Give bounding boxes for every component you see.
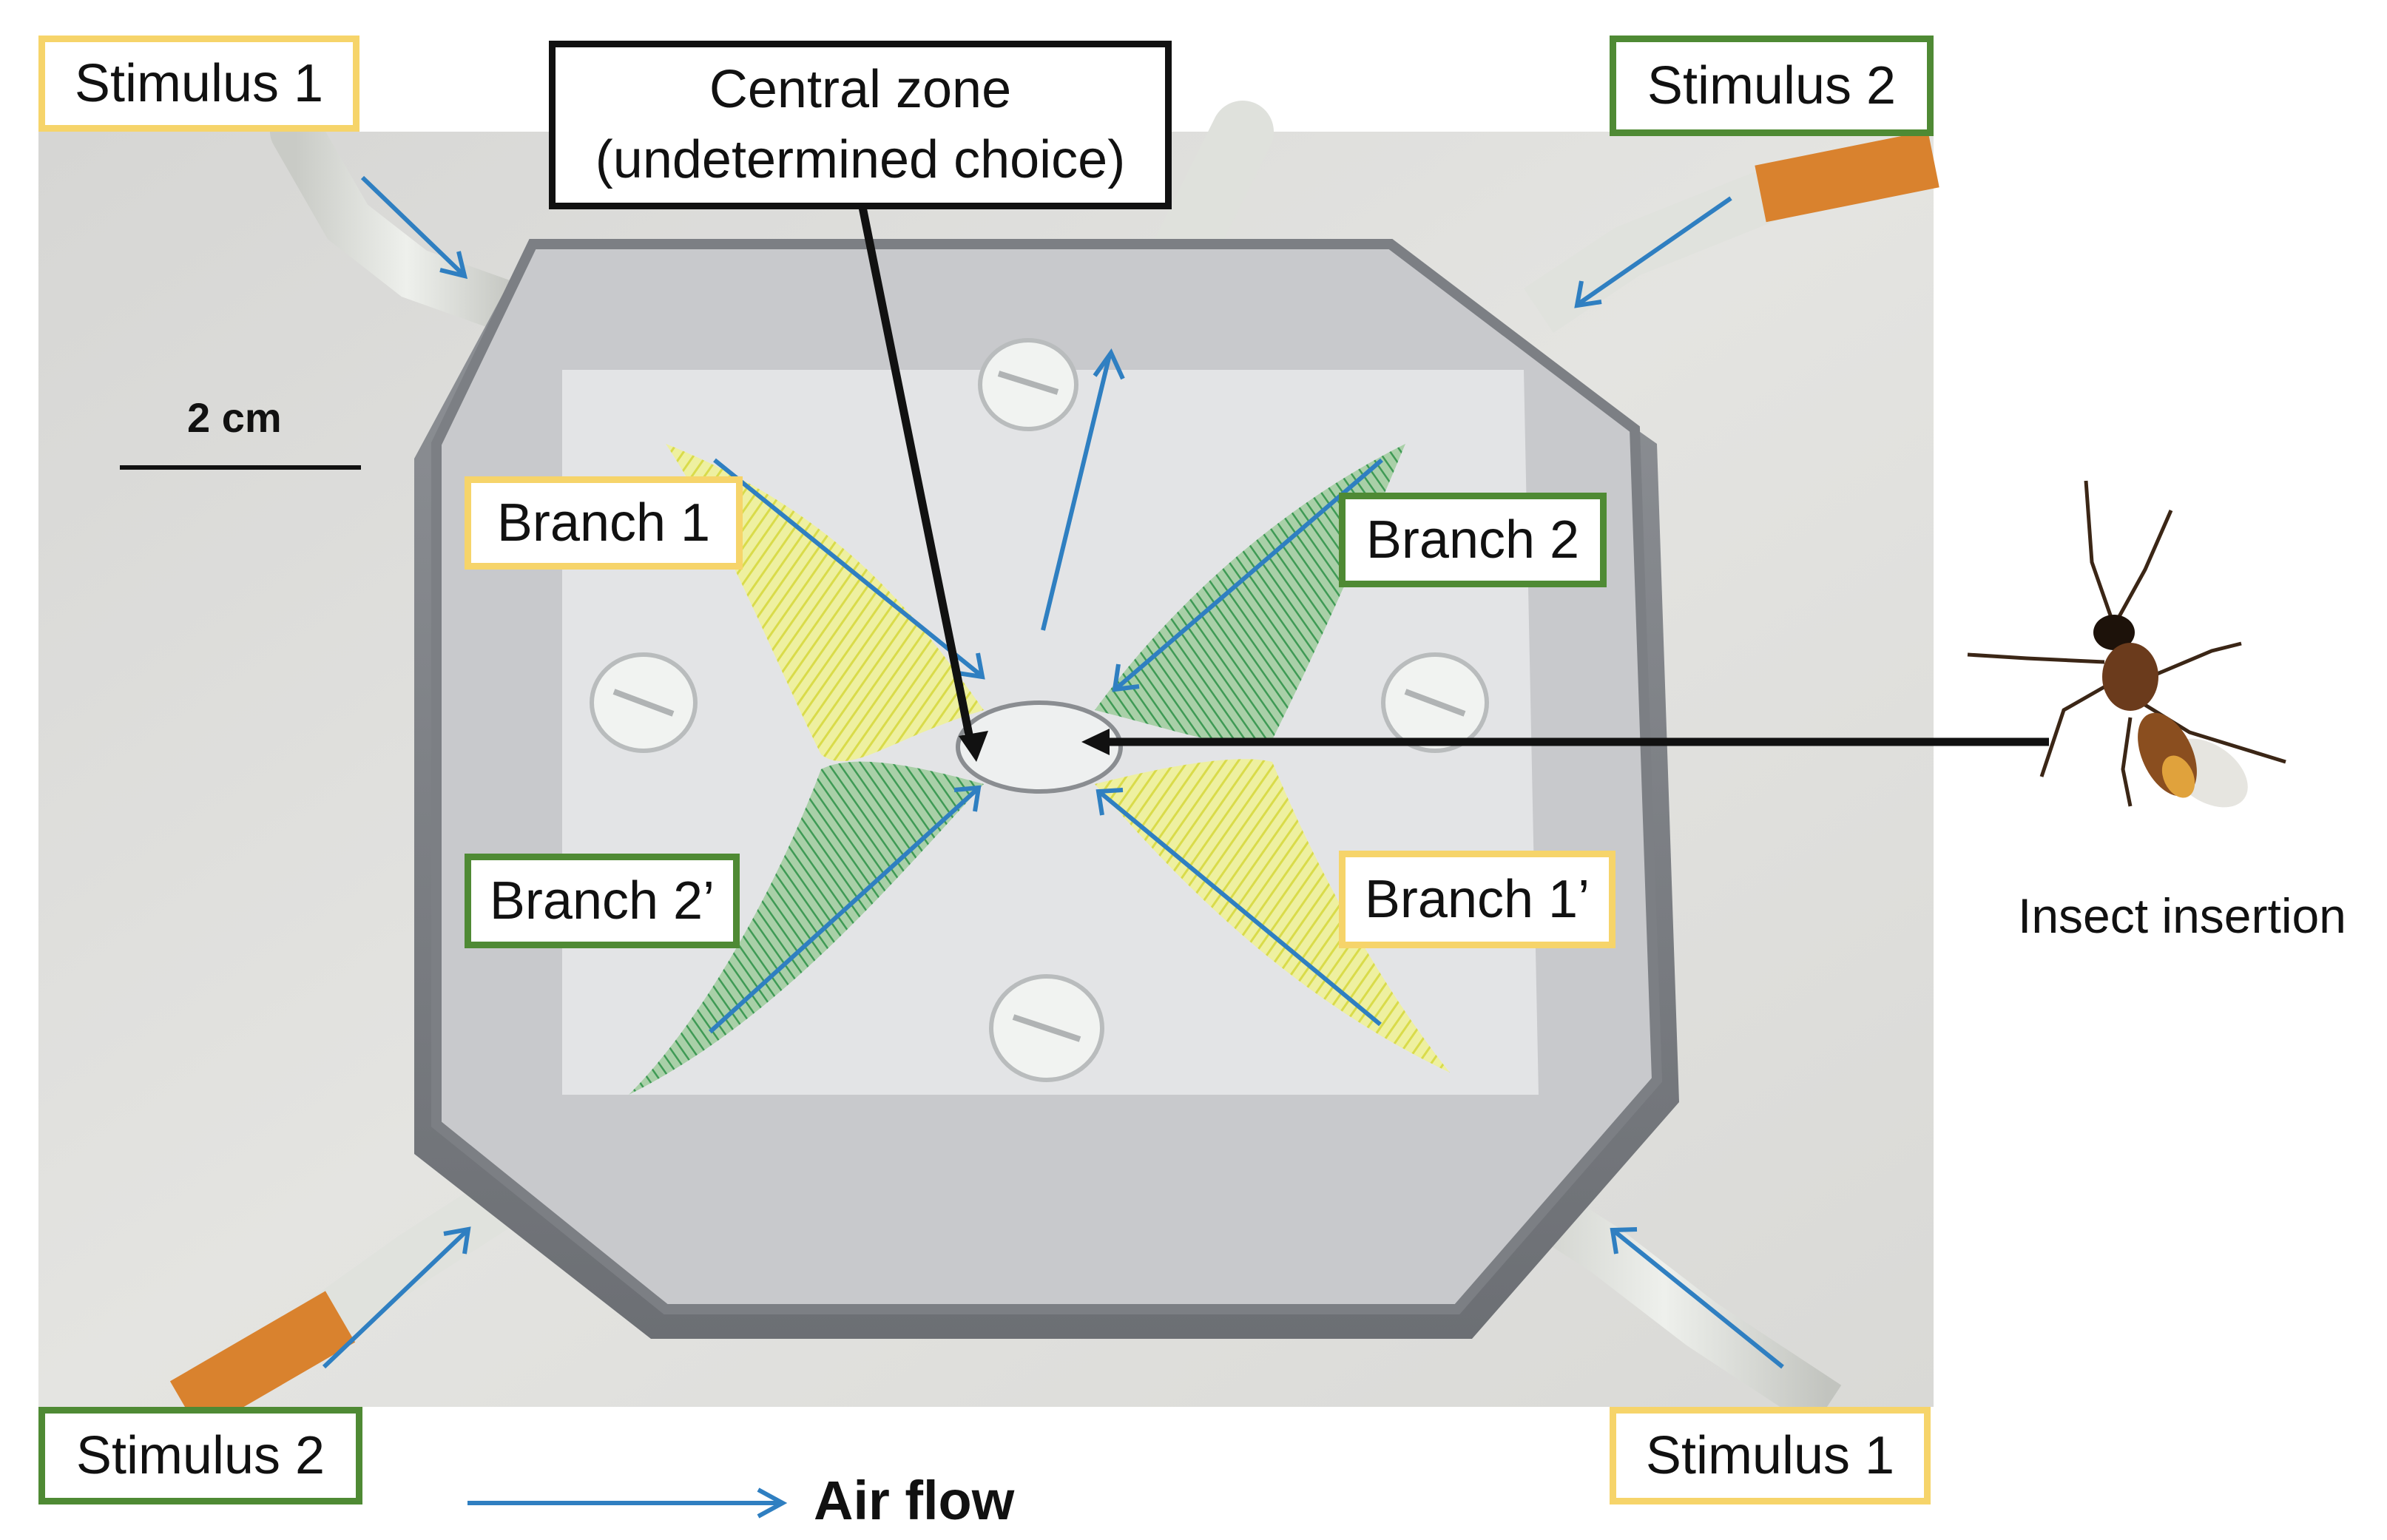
airflow-arrow [713,458,982,677]
airflow-arrow [1041,354,1112,631]
wasp-head [2093,615,2135,650]
branch-1-area [666,444,984,762]
branch-2p-area [629,761,984,1095]
branch-1-prime-label: Branch 1’ [1339,851,1615,948]
central-zone-title: Central zone [709,59,1012,119]
stimulus-2-bottom-left-label: Stimulus 2 [38,1407,362,1504]
central-zone-pointer [857,202,976,747]
airflow-arrow [360,175,465,276]
branch-2-label: Branch 2 [1339,493,1607,587]
central-zone-label: Central zone (undetermined choice) [549,41,1172,209]
tube-top-left [270,106,544,337]
olfactometer-device [414,239,1679,1339]
stimulus-1-bottom-right-label: Stimulus 1 [1610,1407,1931,1504]
airflow-arrow [1115,458,1383,690]
branch-2-area [1095,444,1405,745]
airflow-arrows [322,175,1784,1519]
central-zone-subtitle: (undetermined choice) [595,130,1126,189]
airflow-arrow [708,788,979,1034]
stimulus-2-top-right-label: Stimulus 2 [1610,36,1934,136]
branch-2-prime-label: Branch 2’ [465,854,740,948]
insect-insertion-label: Insect insertion [2018,888,2346,943]
branch-1p-area [1095,759,1450,1073]
branch-1-label: Branch 1 [465,476,743,570]
wasp-thorax [2102,643,2158,711]
central-zone [956,700,1123,794]
stimulus-1-top-left-label: Stimulus 1 [38,36,359,132]
scale-bar-label: 2 cm [187,394,282,441]
airflow-legend-label: Air flow [814,1470,1015,1531]
pointer-arrows [857,202,2049,762]
airflow-arrow [1578,196,1732,305]
airflow-arrow [322,1229,468,1369]
airflow-arrow [1613,1229,1784,1369]
parasitoid-wasp-icon [1967,480,2286,808]
airflow-arrow [1099,791,1382,1027]
tube-top-right-sleeve [1755,130,1939,223]
tube-bottom-left-sleeve [169,1291,356,1433]
